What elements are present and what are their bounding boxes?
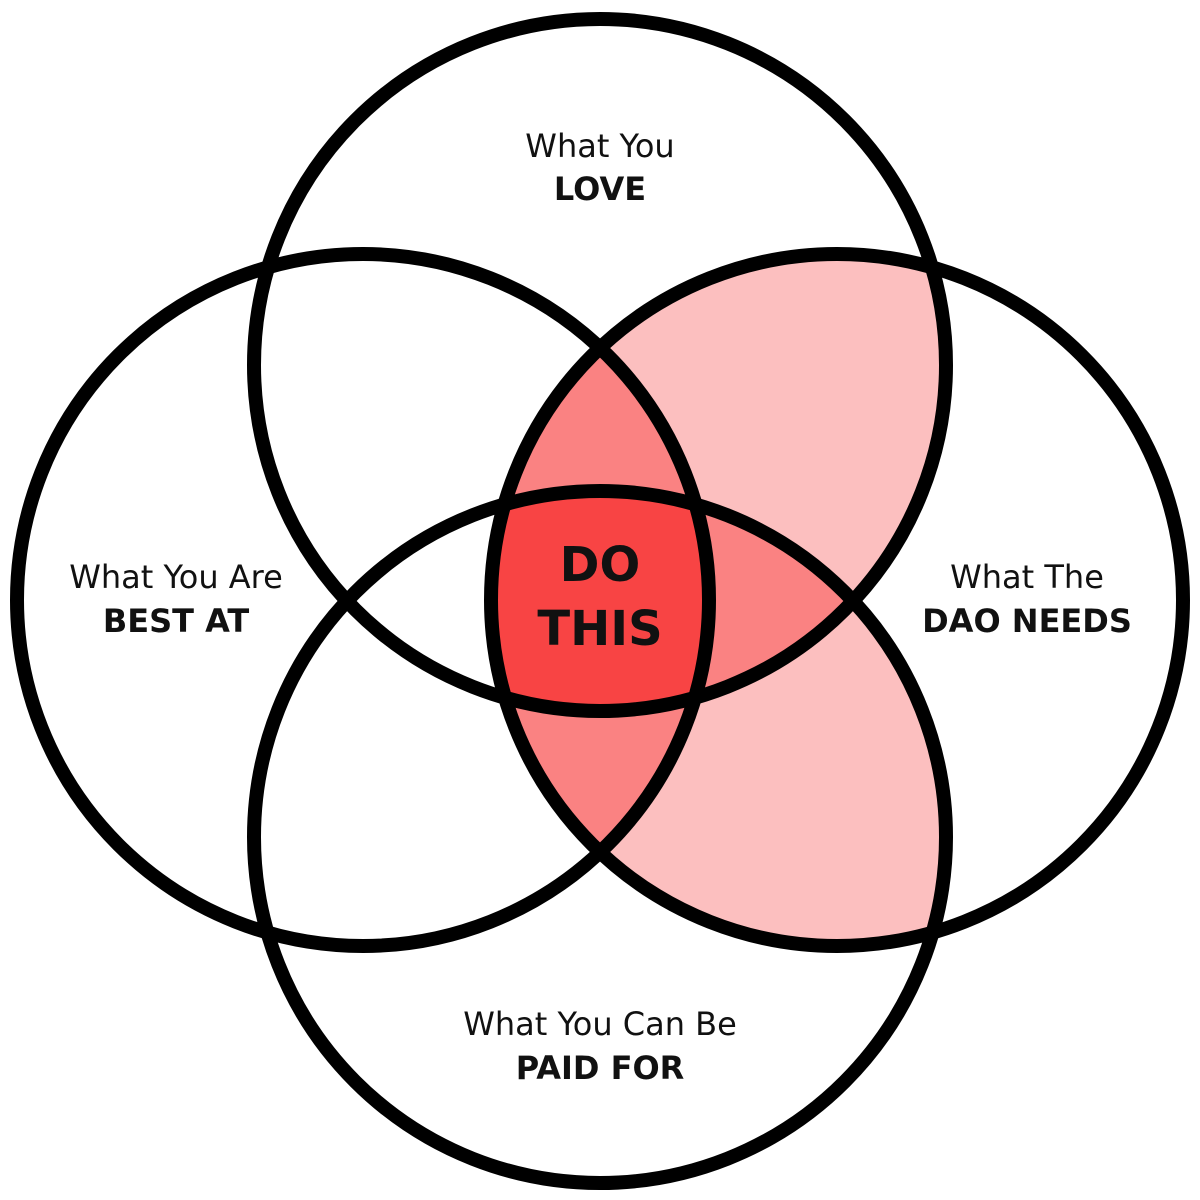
circle-dao-needs	[484, 247, 1190, 953]
love-label-light: What You	[525, 127, 674, 165]
paid-for-label-light: What You Can Be	[463, 1005, 737, 1043]
paid-for-label-bold: PAID FOR	[516, 1049, 685, 1087]
center-label-line2: THIS	[537, 601, 662, 657]
circle-paid-for	[247, 484, 953, 1190]
circle-love	[247, 12, 953, 718]
best-at-label-bold: BEST AT	[103, 602, 250, 640]
love-label-bold: LOVE	[554, 170, 646, 208]
circle-best-at	[10, 247, 716, 953]
center-label-line1: DO	[560, 537, 641, 593]
best-at-label-light: What You Are	[69, 558, 283, 596]
dao-needs-label-light: What The	[950, 558, 1104, 596]
dao-needs-label-bold: DAO NEEDS	[922, 602, 1132, 640]
